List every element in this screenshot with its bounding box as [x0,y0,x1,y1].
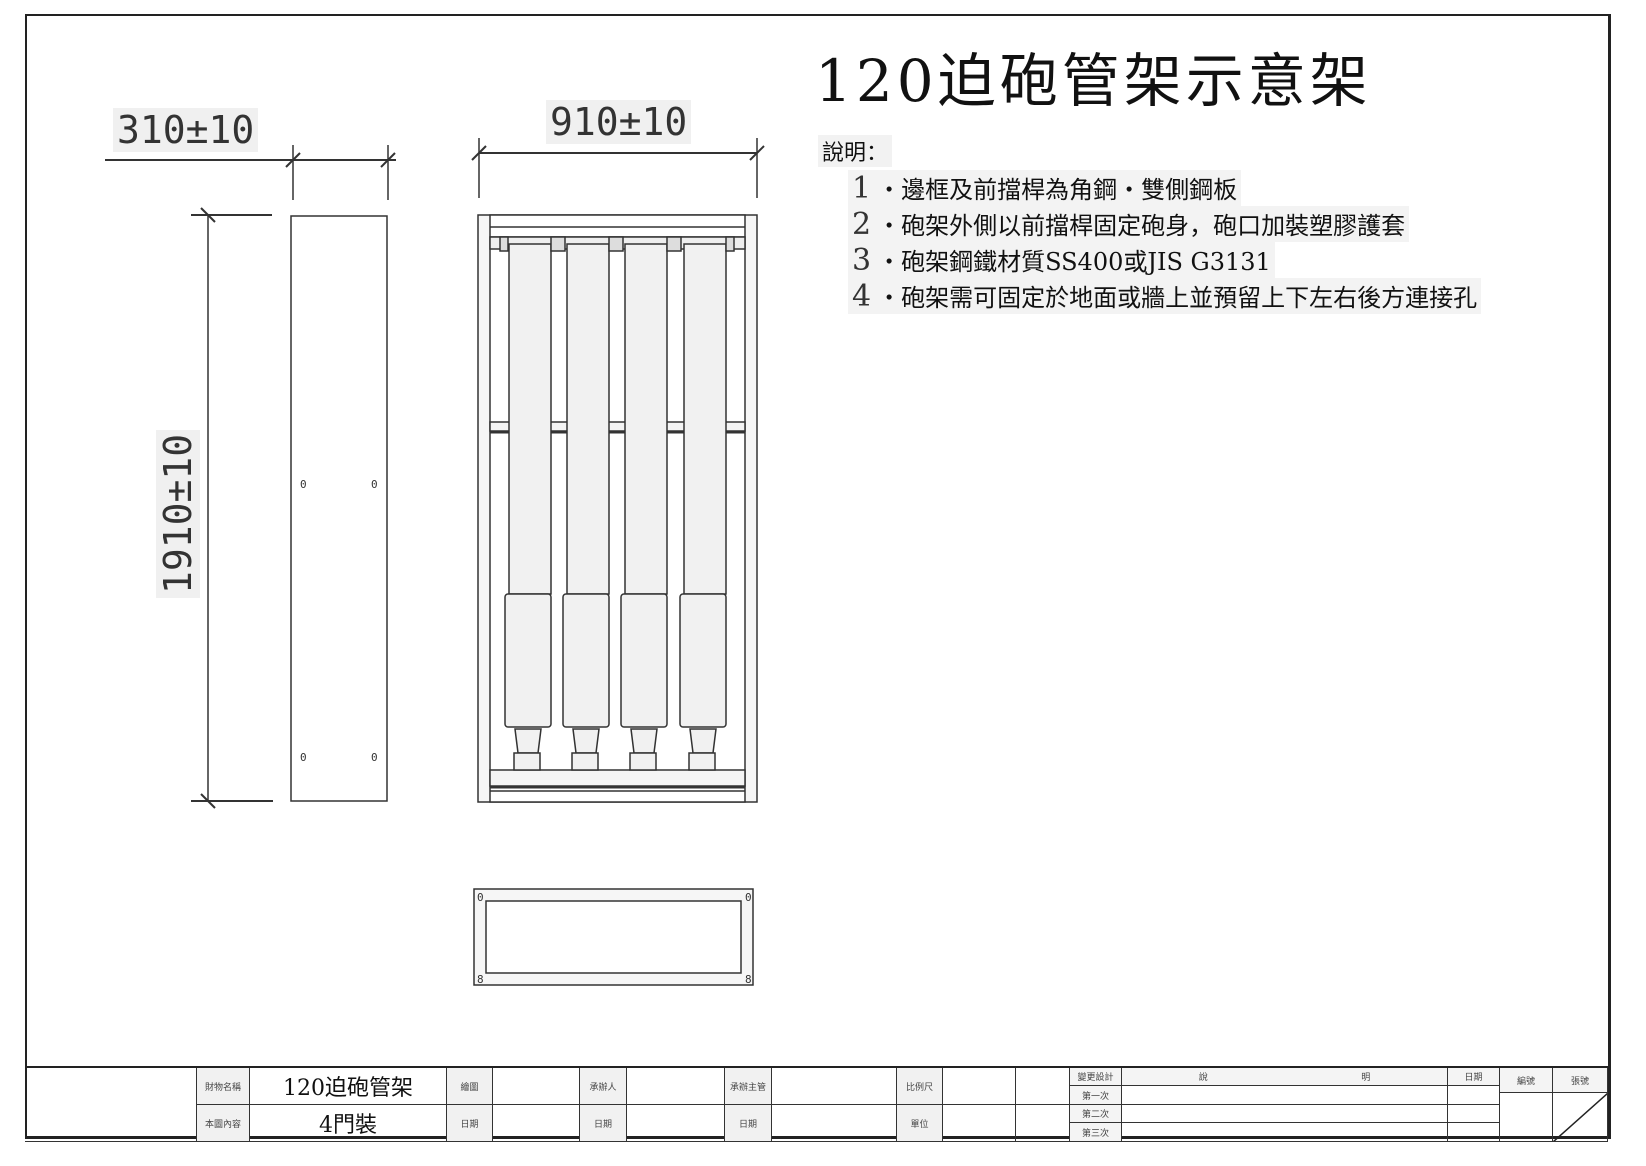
content-value: 4門裝 [250,1105,447,1142]
sheet-border [25,14,1611,1139]
note-text: ‧邊框及前擋桿為角鋼‧雙側鋼板 [877,176,1238,204]
revision-date-1 [1448,1086,1500,1105]
revision-row-label: 第二次 [1070,1105,1122,1123]
handler-value [627,1068,725,1105]
content-label: 本圖內容 [197,1105,250,1142]
handler-label: 承辦人 [580,1068,627,1105]
svg-text:0: 0 [371,478,378,491]
depth-dimension-line [105,145,396,200]
note-text: ‧砲架需可固定於地面或牆上並預留上下左右後方連接孔 [877,284,1478,312]
title-block: 財物名稱 120迫砲管架 繪圖 承辦人 承辦主管 比例尺 本圖內容 4門裝 日期… [25,1066,1611,1142]
drafter-date-label: 日期 [447,1105,493,1142]
sheet-diagonal-icon [1553,1093,1607,1141]
property-name-label: 財物名稱 [197,1068,250,1105]
note-number: 4 [852,279,872,314]
height-dimension-label: 1910±10 [156,429,200,598]
revision-desc-label-2: 明 [1361,1073,1371,1083]
svg-text:0: 0 [371,751,378,764]
note-item: 2‧砲架外側以前擋桿固定砲身，砲口加裝塑膠護套 [848,206,1410,242]
revision-date-header: 日期 [1448,1068,1500,1086]
svg-text:8: 8 [745,973,752,986]
note-number: 2 [852,207,872,242]
revision-desc-2 [1122,1105,1448,1123]
drafter-label: 繪圖 [447,1068,493,1105]
revision-row-label: 第三次 [1070,1123,1122,1142]
revision-blank-bottom [1016,1105,1070,1142]
drafter-date-value [493,1105,580,1142]
handler-date-label: 日期 [580,1105,627,1142]
supervisor-date-value [772,1105,897,1142]
revision-desc-1 [1122,1086,1448,1105]
width-dimension-label: 910±10 [546,100,692,144]
width-dimension-line [471,138,765,198]
revision-desc-label-1: 說 [1198,1073,1208,1083]
supervisor-label: 承辦主管 [725,1068,772,1105]
note-item: 1‧邊框及前擋桿為角鋼‧雙側鋼板 [848,170,1242,206]
depth-dimension-label: 310±10 [113,108,259,152]
unit-value [943,1105,1016,1142]
note-item: 4‧砲架需可固定於地面或牆上並預留上下左右後方連接孔 [848,278,1482,314]
note-text: ‧砲架外側以前擋桿固定砲身，砲口加裝塑膠護套 [877,212,1406,240]
scale-value [943,1068,1016,1105]
scale-label: 比例尺 [897,1068,943,1105]
svg-text:0: 0 [300,751,307,764]
revision-row-label: 第一次 [1070,1086,1122,1105]
svg-text:0: 0 [300,478,307,491]
number-label: 編號 [1500,1068,1553,1093]
revision-date-3 [1448,1123,1500,1142]
sheet-value [1553,1093,1608,1142]
supervisor-value [772,1068,897,1105]
revision-blank-top [1016,1068,1070,1105]
mortar-tubes [504,243,727,771]
notes-label: 說明： [818,135,893,167]
svg-text:0: 0 [477,891,484,904]
revision-desc-header: 說 明 [1122,1068,1448,1086]
note-item: 3‧砲架鋼鐵材質SS400或JIS G3131 [848,242,1275,278]
revision-header-label: 變更設計 [1070,1068,1122,1086]
top-view-frame [473,888,754,986]
note-number: 3 [852,243,872,278]
supervisor-date-label: 日期 [725,1105,772,1142]
drawing-title: 120迫砲管架示意架 [815,47,1372,115]
handler-date-value [627,1105,725,1142]
property-name-value: 120迫砲管架 [250,1068,447,1105]
svg-text:0: 0 [745,891,752,904]
unit-label: 單位 [897,1105,943,1142]
title-block-blank [25,1068,197,1142]
height-dimension-line [191,207,273,809]
revision-desc-3 [1122,1123,1448,1142]
hole-marks: 0 0 0 0 0 0 8 8 [300,478,752,986]
side-view-panel [290,215,388,802]
sheet-label: 張號 [1553,1068,1608,1093]
number-value [1500,1093,1553,1142]
drafter-value [493,1068,580,1105]
revision-date-2 [1448,1105,1500,1123]
note-number: 1 [852,171,872,206]
svg-text:8: 8 [477,973,484,986]
tube-clamps [499,236,735,252]
note-text: ‧砲架鋼鐵材質SS400或JIS G3131 [877,248,1271,276]
